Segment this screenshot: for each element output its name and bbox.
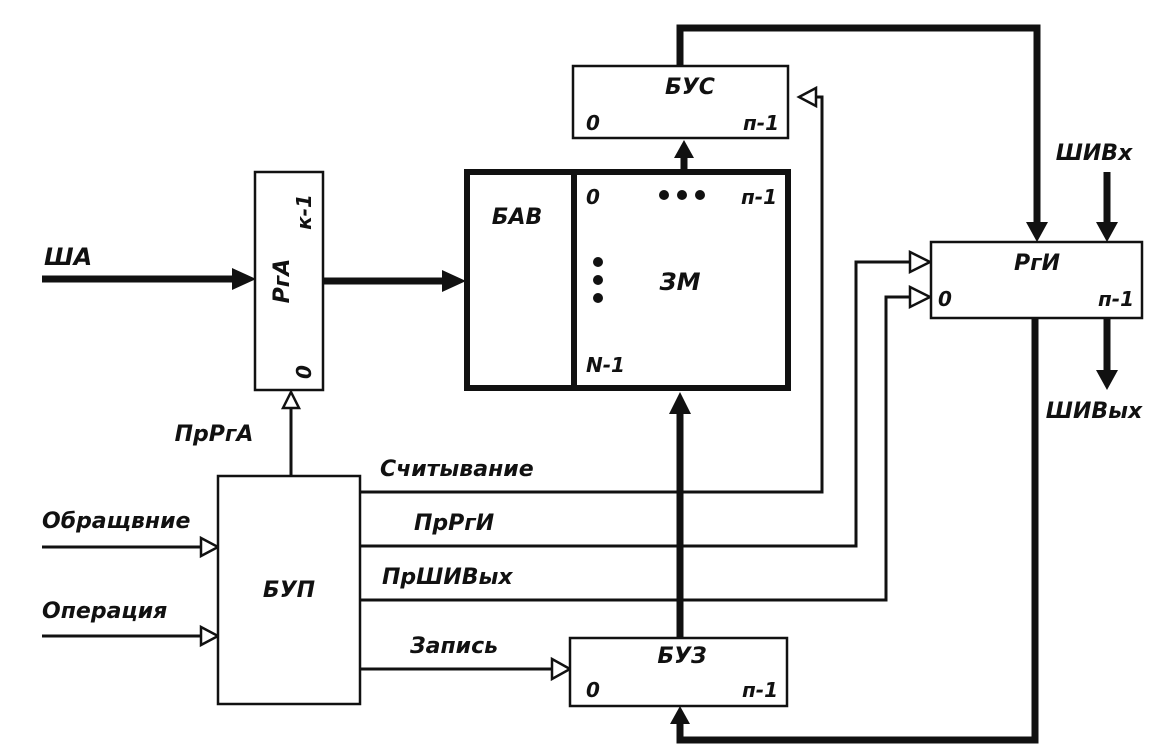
zm-col-dot <box>677 190 687 200</box>
prrga-label: ПрРгА <box>175 422 254 447</box>
access-label: Обращвние <box>42 509 191 534</box>
zm-row-dot <box>593 275 603 285</box>
prshivyx-wire <box>360 295 910 602</box>
rgi-to-buz-bus-line <box>676 318 1039 744</box>
prshivyx-arrow <box>908 284 933 310</box>
rgi-to-buz-arrowhead <box>670 706 690 724</box>
read-label: Считывание <box>380 457 534 482</box>
buz-block <box>568 636 789 708</box>
sha-label: ША <box>44 243 92 271</box>
rga-block <box>253 170 325 392</box>
zm-col-dot <box>659 190 669 200</box>
operation-arrow <box>199 624 221 648</box>
shivyx-label: ШИВых <box>1046 399 1143 424</box>
read-wire <box>360 95 824 494</box>
rgi-block <box>929 240 1144 320</box>
write-arrow <box>550 656 573 682</box>
rgi-label: РгИ <box>1014 251 1060 276</box>
bup-label: БУП <box>263 578 315 603</box>
bus-block-label: БУС <box>665 75 715 100</box>
zm-col-high: п-1 <box>741 185 777 209</box>
sha-bus-arrowhead <box>232 268 256 290</box>
buz-bit-high: п-1 <box>742 678 778 702</box>
rga-label: РгА <box>270 259 295 304</box>
bus-to-rgi-arrowhead <box>1026 222 1048 242</box>
bus-bit-high: п-1 <box>743 111 779 135</box>
rga-bit-low: 0 <box>292 365 316 379</box>
shivx-label: ШИВх <box>1056 141 1133 166</box>
bav-label: БАВ <box>492 205 543 230</box>
buz-bit-low: 0 <box>586 678 600 702</box>
zm-col-low: 0 <box>586 185 600 209</box>
zm-col-dot <box>695 190 705 200</box>
zm-row-dot <box>593 293 603 303</box>
rga-bit-high: к-1 <box>292 194 316 230</box>
prrgi-arrow <box>908 249 933 275</box>
bus-to-rgi-bus-line <box>676 24 1041 226</box>
zm-to-bus-arrowhead <box>674 140 694 158</box>
rga-to-bav-arrowhead <box>442 270 466 292</box>
bup-block <box>216 474 362 706</box>
shivx-arrowhead <box>1096 222 1118 242</box>
buz-to-zm-arrowhead <box>669 392 691 414</box>
write-label: Запись <box>409 634 498 659</box>
memory-block <box>464 169 791 391</box>
read-arrow <box>796 85 818 109</box>
operation-label: Операция <box>42 599 167 624</box>
shivyx-arrowhead <box>1096 370 1118 390</box>
zm-label: ЗМ <box>659 268 701 296</box>
buz-label: БУЗ <box>657 644 706 669</box>
prrgi-label: ПрРгИ <box>414 511 494 536</box>
rgi-bit-low: 0 <box>938 287 952 311</box>
zm-row-dot <box>593 257 603 267</box>
prrga-arrow <box>280 389 302 410</box>
bus-bit-low: 0 <box>586 111 600 135</box>
rgi-bit-high: п-1 <box>1098 287 1134 311</box>
prrgi-wire <box>360 260 910 548</box>
zm-row-high: N-1 <box>586 353 625 377</box>
prshivyx-label: ПрШИВых <box>382 565 513 590</box>
bus-block <box>571 64 790 140</box>
access-arrow <box>199 535 221 559</box>
